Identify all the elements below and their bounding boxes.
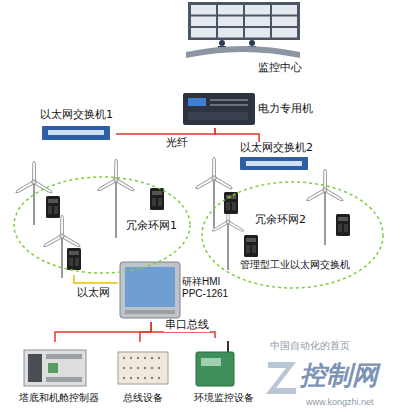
video-wall [188,2,300,40]
device-node: 电力专用机 [181,91,316,128]
ring-dashed-line [14,177,190,273]
switch-picture [42,126,110,140]
device-node: 监控中心 [182,0,307,78]
device-label: 电力专用机 [258,103,313,116]
ring-network: 冗余环网2 管理型工业以太网交换机 [200,180,385,290]
controller-picture [24,350,86,386]
person [249,40,255,46]
device-label: 塔底和机舱控制器 [19,392,99,404]
ring-switches [46,188,350,270]
device-label: 以太网交换机1 [40,109,113,122]
power-machine-picture [183,93,255,125]
bus-device-picture [118,352,168,384]
device-node: 以太网交换机1 [38,108,116,142]
cable-line [74,275,118,283]
cable-label: 串口总线 [164,319,210,332]
ring-outline [200,180,385,290]
device-label: 研祥HMI PPC-1261 [182,276,232,300]
device-node: 管理型工业以太网交换机 [238,234,352,272]
desk [186,46,300,58]
cable-line [140,322,151,342]
watermark-text: 中国自动化的首页 [270,340,350,352]
cable-label: 光纤 [165,137,189,150]
device-label: 冗余环网2 [255,214,306,227]
device-node: 研祥HMI PPC-1261 [118,258,234,322]
device-node: 总线设备 [112,342,174,406]
device-label: 总线设备 [123,392,163,404]
switch-picture [240,157,308,170]
person [219,40,225,46]
cable-line [215,128,259,142]
hmi-panel-picture [120,262,180,318]
device-label: 环境监控设备 [194,392,254,404]
screens [191,5,297,38]
device-label: 以太网交换机2 [240,142,313,155]
watermark-logo-text: 控制网 [300,361,378,391]
device-label: 管理型工业以太网交换机 [240,259,350,271]
device-node: 塔底和机舱控制器 [15,342,103,406]
device-label: 监控中心 [258,62,302,75]
device-node: 环境监控设备 [188,338,260,406]
env-monitor-picture [196,341,234,386]
ring-dashed-line [202,182,383,288]
device-label: 冗余环网1 [126,220,177,233]
watermark-url: www.kongzhi.net [306,397,374,407]
watermark-logo [266,362,296,394]
device-node: 以太网交换机2 [238,142,316,172]
cable-line [55,322,151,342]
ring-network: 冗余环网1 [12,175,192,275]
monitor-center-picture [186,2,300,58]
cable-label: 以太网 [76,287,111,300]
cable-line [116,128,215,134]
